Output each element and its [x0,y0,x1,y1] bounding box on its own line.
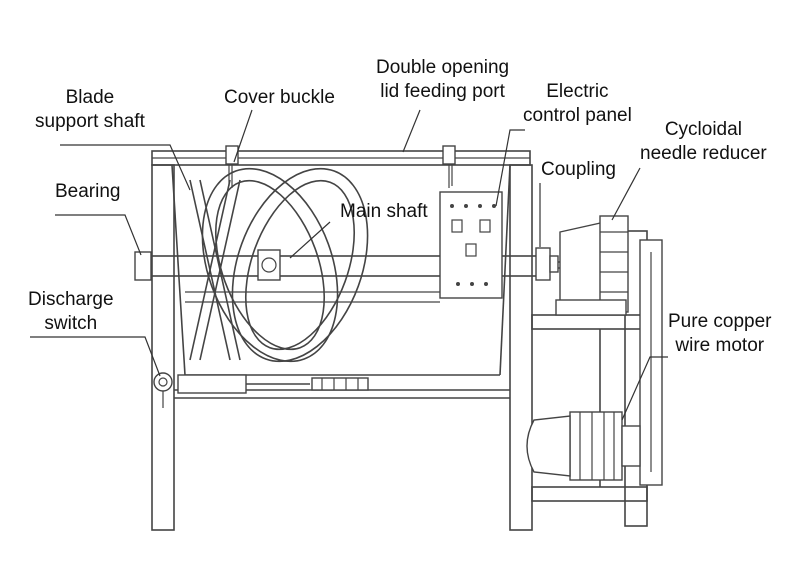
discharge-valve [153,372,369,408]
label-coupling: Coupling [541,159,616,180]
reducer-platform [531,314,648,330]
label-line: support shaft [35,111,145,132]
label-line: Pure copper [668,311,772,332]
control-panel-box [439,191,503,299]
label-line: Blade [65,87,115,108]
label-blade-support-shaft: Blade support shaft [35,86,145,134]
label-line: switch [44,313,98,334]
label-line: Cycloidal [664,119,742,140]
trough-right-side [499,164,511,376]
motor-body [526,411,641,481]
label-bearing: Bearing [55,181,121,202]
label-line: Discharge [28,289,114,310]
label-line: wire motor [675,335,765,356]
label-line: Electric [546,81,609,102]
cycloidal-reducer [555,215,629,316]
label-pure-copper-wire-motor: Pure copper wire motor [668,310,772,358]
label-cycloidal-needle-reducer: Cycloidal needle reducer [640,118,767,166]
cover-buckle-left [225,145,239,188]
label-main-shaft: Main shaft [340,201,428,222]
label-line: lid feeding port [380,81,505,102]
left-leg [151,164,175,531]
label-cover-buckle: Cover buckle [224,87,335,108]
label-line: Double opening [376,57,510,78]
right-leg [509,164,533,531]
motor-base [531,486,648,502]
shaft-hub [257,249,281,281]
label-discharge-switch: Discharge switch [28,288,114,336]
label-line: control panel [523,105,632,126]
leader-lines [30,109,668,421]
bearing-box [134,251,152,281]
label-electric-control-panel: Electric control panel [523,80,632,128]
label-double-opening: Double opening lid feeding port [376,56,509,104]
ribbon-blades [189,167,369,363]
cover-buckle-right [442,145,456,188]
label-line: needle reducer [640,143,767,164]
